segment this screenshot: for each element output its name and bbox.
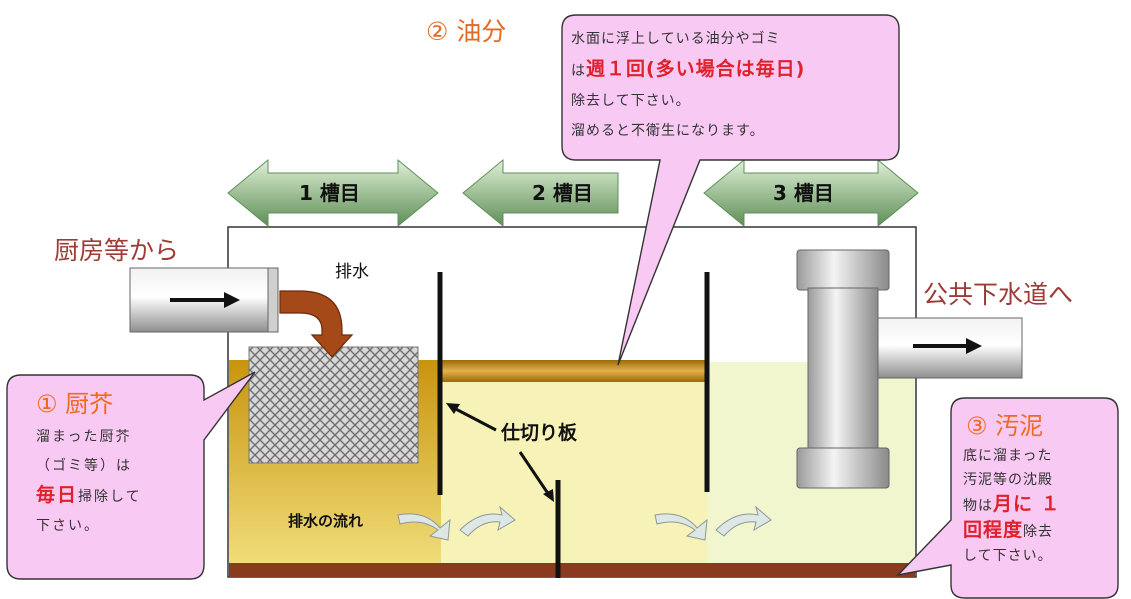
callout-oil-line3: 除去して下さい。 bbox=[571, 93, 691, 109]
callout-oil-line1: 水面に浮上している油分やゴミ bbox=[571, 31, 781, 47]
flow-arrow-icon-4 bbox=[715, 505, 772, 537]
flow-label: 排水の流れ bbox=[288, 512, 364, 530]
callout-kaisetsu-title: ① 厨芥 bbox=[36, 390, 114, 418]
inlet-label: 厨房等から bbox=[54, 236, 180, 265]
callout-sludge-line3-pre: 物は bbox=[963, 498, 993, 514]
inlet-arrow-icon bbox=[170, 292, 240, 308]
callout-kaisetsu-line3-rest: 掃除して bbox=[78, 489, 142, 505]
oil-layer bbox=[441, 360, 707, 382]
callout-sludge-line4: 回程度除去 bbox=[963, 518, 1118, 544]
outlet-label: 公共下水道へ bbox=[923, 280, 1074, 309]
flow-arrow-icon-3 bbox=[654, 513, 708, 541]
flow-arrow-icon-1 bbox=[397, 513, 451, 541]
callout-sludge-title: ③ 汚泥 bbox=[966, 412, 1044, 440]
callout-sludge-line4-rest: 除去 bbox=[1023, 524, 1054, 540]
callout-kaisetsu-line3: 毎日掃除して bbox=[36, 481, 201, 512]
callout-sludge-bubble bbox=[895, 397, 1119, 599]
outlet-arrow-icon bbox=[913, 338, 982, 354]
mesh-basket bbox=[248, 346, 419, 464]
callout-oil-bubble bbox=[561, 14, 900, 366]
callout-sludge-line3: 物は月に １ bbox=[963, 492, 1118, 518]
tank1-label: 1 槽目 bbox=[299, 181, 360, 205]
callout-kaisetsu-bubble bbox=[6, 371, 256, 580]
partition-pointer-arrow-icon bbox=[446, 403, 554, 502]
callout-oil-line2-pre: は bbox=[571, 63, 586, 79]
callout-sludge-line5: して下さい。 bbox=[963, 548, 1053, 564]
callout-kaisetsu-line2: （ゴミ等）は bbox=[36, 458, 132, 474]
callout-kaisetsu-line4: 下さい。 bbox=[36, 518, 100, 534]
water-tank2 bbox=[441, 378, 707, 565]
callout-sludge-line2: 汚泥等の沈殿 bbox=[963, 472, 1053, 488]
partition-label: 仕切り板 bbox=[501, 422, 578, 444]
outlet-pipe bbox=[796, 249, 1023, 489]
callout-oil-emph: 週１回(多い場合は毎日) bbox=[586, 58, 806, 80]
callout-sludge-emph2: 回程度 bbox=[963, 519, 1024, 541]
callout-kaisetsu-body: 溜まった厨芥 （ゴミ等）は 毎日掃除して 下さい。 bbox=[36, 423, 201, 541]
callout-oil-title: ② 油分 bbox=[426, 17, 507, 46]
callout-oil-line4: 溜めると不衛生になります。 bbox=[571, 123, 765, 139]
callout-kaisetsu-line1: 溜まった厨芥 bbox=[36, 429, 132, 445]
callout-oil-body: 水面に浮上している油分やゴミ は週１回(多い場合は毎日) 除去して下さい。 溜め… bbox=[571, 24, 901, 146]
flow-arrow-icon-2 bbox=[459, 505, 516, 537]
callout-kaisetsu-emph: 毎日 bbox=[36, 484, 79, 506]
tank2-arrow-icon bbox=[462, 158, 619, 228]
callout-sludge-emph1: 月に １ bbox=[993, 493, 1061, 515]
sludge-layer bbox=[229, 563, 915, 577]
drain-arrow-icon bbox=[279, 290, 354, 358]
tank3-label: 3 槽目 bbox=[773, 181, 834, 205]
drain-label: 排水 bbox=[335, 262, 369, 282]
tank3-arrow-icon bbox=[703, 158, 919, 228]
callout-sludge-body: 底に溜まった 汚泥等の沈殿 物は月に １ 回程度除去 して下さい。 bbox=[963, 444, 1118, 568]
callout-sludge-line1: 底に溜まった bbox=[963, 448, 1053, 464]
callout-oil-line2: は週１回(多い場合は毎日) bbox=[571, 54, 901, 86]
tank2-label: 2 槽目 bbox=[532, 181, 593, 205]
tank1-arrow-icon bbox=[227, 158, 439, 228]
